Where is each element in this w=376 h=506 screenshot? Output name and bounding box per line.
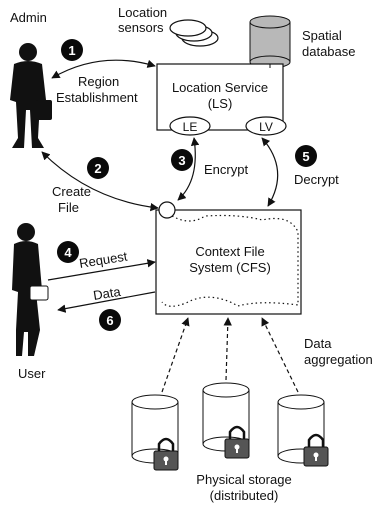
cfs-entry-node <box>158 201 176 219</box>
region-label-line1: Region <box>78 74 119 89</box>
svg-text:1: 1 <box>68 43 75 58</box>
location-service-label-line1: Location Service <box>172 80 268 95</box>
region-label-line2: Establishment <box>56 90 138 105</box>
cfs-label-line1: Context File <box>195 244 264 259</box>
decrypt-label: Decrypt <box>294 172 339 187</box>
svg-text:3: 3 <box>178 153 185 168</box>
physical-storage-label-line2: (distributed) <box>210 488 279 503</box>
location-sensors-label-line1: Location <box>118 5 167 20</box>
step-badge-4: 4 <box>57 241 79 263</box>
lv-label: LV <box>259 120 273 134</box>
step-badge-6: 6 <box>99 309 121 331</box>
region-establishment-arrow <box>51 59 156 79</box>
aggregation-arrow-right <box>261 317 299 393</box>
le-label: LE <box>183 120 198 134</box>
le-node <box>169 116 211 136</box>
user-label: User <box>18 366 46 381</box>
data-arrow <box>57 291 156 313</box>
svg-text:6: 6 <box>106 313 113 328</box>
step-badge-5: 5 <box>295 145 317 167</box>
location-sensors-label-line2: sensors <box>118 20 164 35</box>
data-aggregation-arrows <box>161 317 299 393</box>
svg-text:2: 2 <box>94 161 101 176</box>
admin-figure-icon <box>10 43 52 148</box>
svg-text:4: 4 <box>64 245 72 260</box>
padlock-icon-right <box>303 433 329 467</box>
cfs-label-line2: System (CFS) <box>189 260 271 275</box>
aggregation-arrow-left <box>161 317 190 393</box>
create-file-label-line1: Create <box>52 184 91 199</box>
decrypt-arrow <box>261 137 279 207</box>
data-aggregation-label-line2: aggregation <box>304 352 373 367</box>
spatial-database-icon <box>249 15 291 69</box>
padlock-icon-middle <box>224 425 250 459</box>
encrypt-arrow <box>177 137 200 201</box>
user-figure-icon <box>12 223 49 356</box>
spatial-database-label-line1: Spatial <box>302 28 342 43</box>
request-arrow <box>47 259 156 281</box>
location-service-label-line2: (LS) <box>208 96 233 111</box>
lv-node <box>245 116 287 136</box>
admin-label: Admin <box>10 10 47 25</box>
data-label: Data <box>92 284 122 303</box>
step-badge-1: 1 <box>61 39 83 61</box>
create-file-arrow <box>41 151 159 212</box>
step-badge-2: 2 <box>87 157 109 179</box>
aggregation-arrow-middle <box>223 317 232 381</box>
physical-storage-label-line1: Physical storage <box>196 472 291 487</box>
create-file-label-line2: File <box>58 200 79 215</box>
padlock-icon-left <box>153 437 179 471</box>
spatial-database-label-line2: database <box>302 44 356 59</box>
svg-text:5: 5 <box>302 149 309 164</box>
encrypt-label: Encrypt <box>204 162 248 177</box>
cfs-box <box>155 209 302 315</box>
data-aggregation-label-line1: Data <box>304 336 332 351</box>
step-badge-3: 3 <box>171 149 193 171</box>
storage-cylinder-left <box>131 394 179 464</box>
location-sensors-icon <box>169 19 219 47</box>
